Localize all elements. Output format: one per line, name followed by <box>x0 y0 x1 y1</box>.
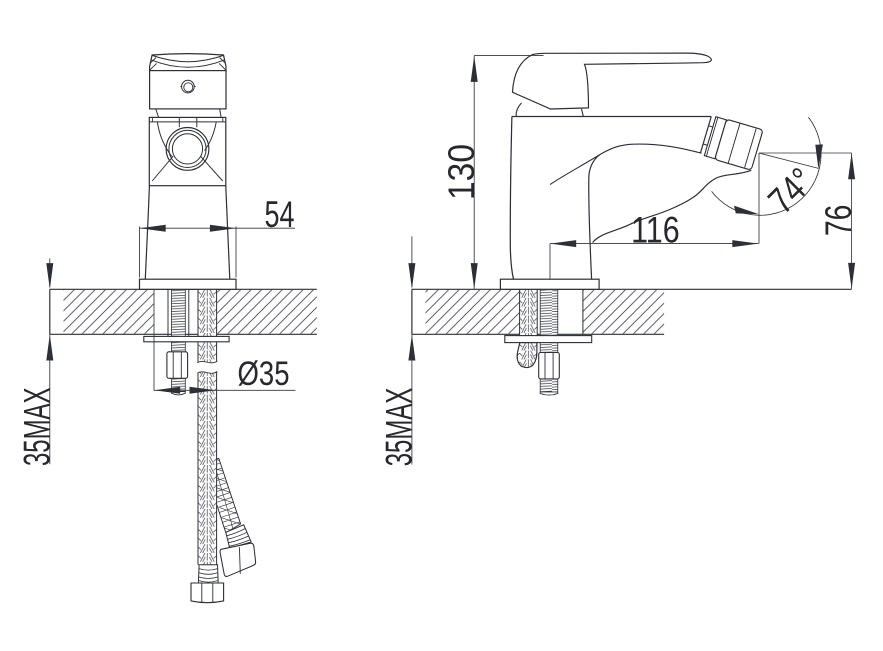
svg-text:130: 130 <box>441 144 482 200</box>
svg-text:Ø35: Ø35 <box>238 355 290 393</box>
svg-text:54: 54 <box>265 194 295 235</box>
svg-text:76: 76 <box>818 205 859 237</box>
svg-text:35MAX: 35MAX <box>17 388 58 467</box>
svg-text:116: 116 <box>631 209 680 250</box>
svg-text:35MAX: 35MAX <box>379 388 420 467</box>
